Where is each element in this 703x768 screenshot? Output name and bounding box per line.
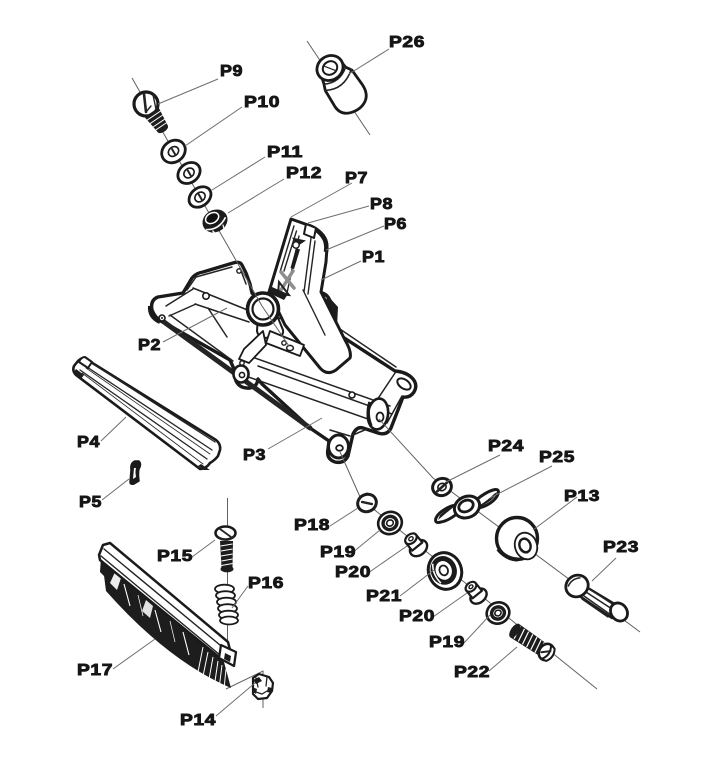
svg-text:P1: P1 <box>362 249 385 266</box>
svg-text:P13: P13 <box>564 488 600 505</box>
svg-text:P15: P15 <box>157 548 193 565</box>
svg-text:P11: P11 <box>267 144 303 161</box>
svg-text:P17: P17 <box>77 662 113 679</box>
svg-text:P8: P8 <box>370 196 393 213</box>
svg-text:P20: P20 <box>399 608 435 625</box>
svg-text:P6: P6 <box>384 216 407 233</box>
svg-text:P3: P3 <box>243 447 266 464</box>
svg-text:P2: P2 <box>138 337 161 354</box>
svg-text:P22: P22 <box>454 664 490 681</box>
svg-text:P24: P24 <box>488 438 524 455</box>
svg-text:P19: P19 <box>320 544 356 561</box>
svg-text:P21: P21 <box>366 588 402 605</box>
svg-text:P16: P16 <box>248 575 284 592</box>
svg-text:P18: P18 <box>294 517 330 534</box>
svg-text:P10: P10 <box>244 94 280 111</box>
svg-text:P19: P19 <box>429 634 465 651</box>
svg-text:P20: P20 <box>335 564 371 581</box>
svg-text:P14: P14 <box>180 712 216 729</box>
svg-text:P12: P12 <box>286 165 322 182</box>
svg-text:P23: P23 <box>603 539 639 556</box>
svg-text:P25: P25 <box>539 449 575 466</box>
svg-text:P4: P4 <box>77 434 100 451</box>
svg-text:P7: P7 <box>345 170 368 187</box>
svg-text:P26: P26 <box>389 34 425 51</box>
svg-text:P5: P5 <box>79 494 102 511</box>
svg-text:P9: P9 <box>220 63 243 80</box>
